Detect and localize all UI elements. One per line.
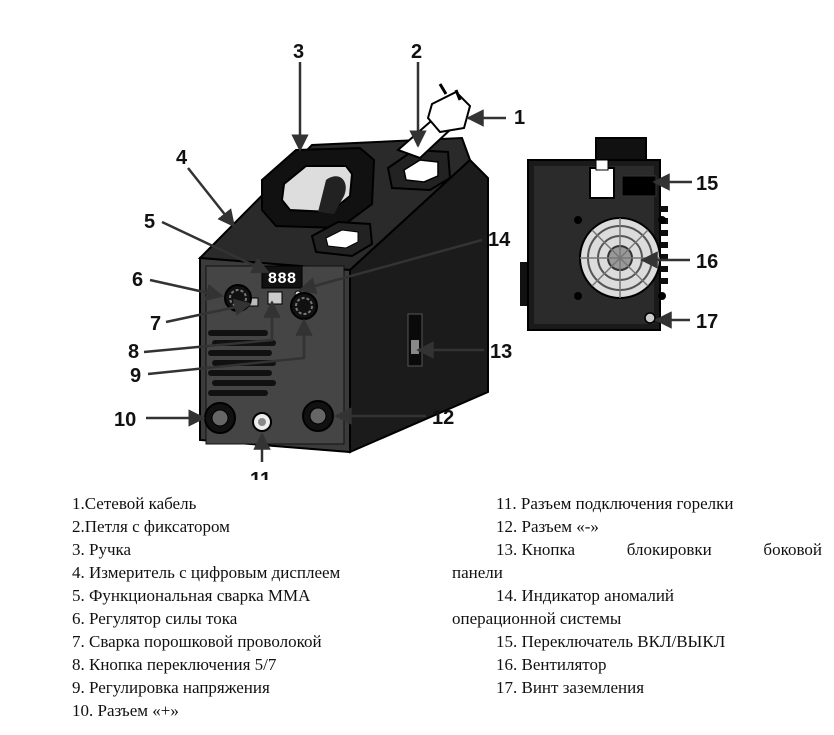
callout-16: 16: [696, 251, 718, 273]
legend-item-7: 7. Сварка порошковой проволокой: [72, 632, 322, 651]
legend-item-2: 2.Петля с фиксатором: [72, 517, 230, 536]
callout-13: 13: [490, 341, 512, 363]
legend-item-1: 1.Сетевой кабель: [72, 494, 197, 513]
callout-8: 8: [128, 341, 139, 363]
callout-12: 12: [432, 407, 454, 429]
legend-item-11: 11. Разъем подключения горелки: [496, 494, 734, 513]
lock-loop: [386, 148, 452, 192]
power-switch[interactable]: [589, 159, 657, 199]
legend-item-13-part3: боковой: [763, 540, 822, 559]
legend-item-14: 14. Индикатор аномалий: [496, 586, 675, 605]
legend-item-13: 13. Кнопка блокировки боковой: [452, 538, 822, 561]
callout-labels: 1 2 3 4 5 6 7 8 9 10 11 12 13 14 15 16 1…: [114, 41, 718, 480]
legend-item-13-part1: 13. Кнопка: [496, 540, 576, 559]
connector-plus[interactable]: [204, 402, 236, 434]
callout-17: 17: [696, 311, 718, 333]
callout-4: 4: [176, 147, 188, 169]
legend-item-15: 15. Переключатель ВКЛ/ВЫКЛ: [496, 632, 726, 651]
legend-item-8: 8. Кнопка переключения 5/7: [72, 655, 277, 674]
welder-diagram: 888: [114, 41, 718, 480]
side-panel-lock-button[interactable]: [407, 313, 423, 367]
legend-item-13-part2: блокировки: [626, 540, 712, 559]
fan: [579, 217, 661, 299]
callout-10: 10: [114, 409, 136, 431]
legend-item-4: 4. Измеритель с цифровым дисплеем: [72, 563, 341, 582]
handle: [261, 146, 376, 230]
legend-item-14-cont: операционной системы: [452, 609, 622, 628]
connector-minus[interactable]: [302, 400, 334, 432]
callout-14: 14: [488, 229, 511, 251]
callout-3: 3: [293, 41, 304, 63]
legend-item-9: 9. Регулировка напряжения: [72, 678, 270, 697]
welder-front-view: 888: [197, 83, 489, 454]
callout-7: 7: [150, 313, 161, 335]
voltage-knob[interactable]: [290, 292, 318, 320]
welder-rear-view: [520, 137, 668, 331]
leader-lines: [143, 62, 692, 462]
legend-item-3: 3. Ручка: [72, 540, 132, 559]
legend-item-13-cont: панели: [452, 563, 503, 582]
mode-switch-button[interactable]: [267, 291, 283, 305]
callout-6: 6: [132, 269, 143, 291]
legend-item-6: 6. Регулятор силы тока: [72, 609, 238, 628]
legend-item-16: 16. Вентилятор: [496, 655, 607, 674]
display-digits: 888: [268, 270, 297, 288]
legend-left-column: 1.Сетевой кабель 2.Петля с фиксатором 3.…: [72, 492, 452, 722]
callout-11: 11: [250, 469, 271, 480]
callout-15: 15: [696, 173, 718, 195]
digital-display: 888: [261, 265, 303, 289]
rear-foot-left: [520, 262, 530, 306]
legend-item-5: 5. Функциональная сварка MMA: [72, 586, 311, 605]
legend-item-12: 12. Разъем «-»: [496, 517, 599, 536]
torch-connector[interactable]: [252, 412, 272, 432]
callout-5: 5: [144, 211, 155, 233]
callout-2: 2: [411, 41, 422, 63]
callout-1: 1: [514, 107, 525, 129]
legend-right-column: 11. Разъем подключения горелки 12. Разъе…: [452, 492, 822, 699]
legend-item-10: 10. Разъем «+»: [72, 701, 179, 720]
ground-screw: [644, 312, 656, 324]
legend-item-17: 17. Винт заземления: [496, 678, 645, 697]
callout-9: 9: [130, 365, 141, 387]
